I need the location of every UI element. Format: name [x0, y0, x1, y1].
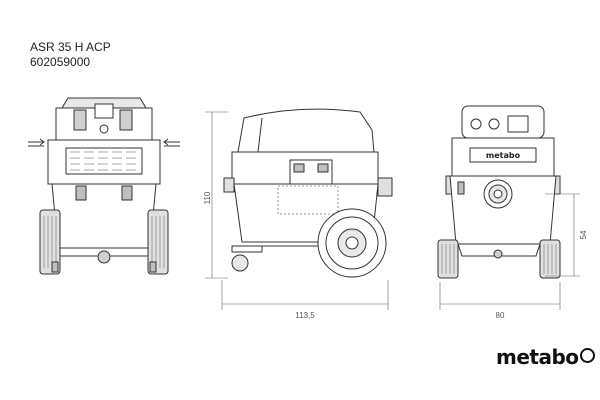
dim-subheight-label: 54 [579, 230, 588, 239]
dim-width-label: 80 [496, 311, 505, 320]
rear-panel-logo: metabo [486, 151, 521, 160]
brand-logo: metabo [496, 345, 595, 369]
side-view [223, 108, 393, 278]
dimension-lines [205, 111, 580, 310]
brand-wordmark: metabo [496, 345, 579, 369]
dim-height-label: 110 [203, 191, 212, 204]
brand-mark-icon [579, 348, 595, 363]
dim-depth-label: 113,5 [295, 311, 315, 320]
rear-view [437, 105, 561, 279]
front-view [28, 97, 180, 275]
article-number: 602059000 [30, 55, 91, 69]
product-header: ASR 35 H ACP 602059000 [30, 40, 111, 70]
model-name: ASR 35 H ACP [30, 40, 111, 54]
